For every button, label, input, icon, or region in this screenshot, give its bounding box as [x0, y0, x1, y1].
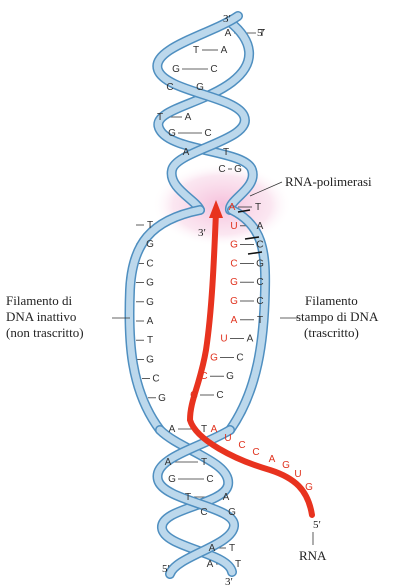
bottom-base-right: C	[206, 474, 213, 485]
top-base-left: C	[166, 82, 173, 93]
top-right-end-label: 5′	[257, 27, 265, 39]
template-base: G	[256, 258, 264, 269]
top-base-right: G	[234, 164, 242, 175]
rna-tail-base: C	[238, 440, 245, 451]
rna-base: C	[200, 371, 207, 382]
inactive-strand-base: C	[146, 258, 153, 269]
top-base-left: T	[193, 45, 199, 56]
rna-tail-base: G	[282, 460, 290, 471]
template-base: C	[216, 390, 223, 401]
template-base: C	[256, 296, 263, 307]
template-base: G	[226, 371, 234, 382]
rna-base: A	[231, 315, 238, 326]
inactive-strand-base: C	[152, 374, 159, 385]
inactive-strand-base: T	[147, 335, 153, 346]
top-base-left: C	[218, 164, 225, 175]
bottom-base-left: A	[207, 559, 214, 570]
top-base-left: A	[225, 28, 232, 39]
rna-tail-base: G	[305, 482, 313, 493]
template-base: C	[256, 240, 263, 251]
bottom-base-right: T	[235, 559, 241, 570]
inactive-strand-base: T	[147, 220, 153, 231]
inactive-strand-base: G	[146, 354, 154, 365]
inactive-strand-base: G	[146, 297, 154, 308]
rna-5-end-label: 5′	[313, 519, 321, 531]
rna-tail-base: C	[252, 447, 259, 458]
rna-base: G	[230, 296, 238, 307]
rna-base: G	[210, 352, 218, 363]
bottom-base-right: T	[201, 457, 207, 468]
inactive-strand-base: G	[146, 239, 154, 250]
bottom-base-left: A	[209, 543, 216, 554]
bottom-base-right: G	[228, 507, 236, 518]
rna-base: G	[230, 240, 238, 251]
bottom-right-end-label: 3′	[225, 576, 233, 587]
bottom-base-left: A	[169, 424, 176, 435]
bottom-base-left: C	[200, 507, 207, 518]
rna-tail-base: U	[294, 469, 301, 480]
rna-tail-base: A	[211, 424, 218, 435]
top-base-left: T	[157, 112, 163, 123]
rna-base: C	[230, 258, 237, 269]
template-base: A	[257, 221, 264, 232]
top-base-right: C	[204, 128, 211, 139]
template-strand-label-line3: (trascritto)	[304, 325, 359, 340]
top-base-right: A	[185, 112, 192, 123]
top-base-right: T	[223, 147, 229, 158]
rna-label: RNA	[299, 548, 327, 563]
rna-base: U	[230, 221, 237, 232]
bottom-base-left: A	[165, 457, 172, 468]
top-base-left: G	[168, 128, 176, 139]
bottom-base-left: G	[168, 474, 176, 485]
template-base: C	[256, 277, 263, 288]
bottom-base-right: T	[229, 543, 235, 554]
rna-tail-base: U	[224, 433, 231, 444]
top-base-left: A	[183, 147, 190, 158]
bubble-3-end-label: 3′	[198, 227, 206, 239]
bottom-base-left: T	[185, 492, 191, 503]
template-base: T	[257, 315, 263, 326]
inactive-strand-base: G	[146, 278, 154, 289]
top-left-end-label: 3′	[223, 13, 231, 25]
template-strand-label-line1: Filamento	[305, 293, 358, 308]
dna-strands	[129, 16, 265, 574]
bottom-left-end-label: 5′	[162, 563, 170, 575]
top-base-right: A	[221, 45, 228, 56]
inactive-strand-label-line2: DNA inattivo	[6, 309, 76, 324]
inactive-strand-base: G	[158, 393, 166, 404]
top-base-left: G	[172, 64, 180, 75]
inactive-strand-label-line1: Filamento di	[6, 293, 72, 308]
bottom-base-right: T	[201, 424, 207, 435]
rna-tail-base: A	[269, 454, 276, 465]
template-base: T	[255, 202, 261, 213]
top-base-right: G	[196, 82, 204, 93]
inactive-strand-label-line3: (non trascritto)	[6, 325, 84, 340]
top-base-right: C	[210, 64, 217, 75]
template-base: A	[247, 334, 254, 345]
rna-base: A	[229, 202, 236, 213]
rna-base: G	[230, 277, 238, 288]
rna-base: G	[190, 390, 198, 401]
template-strand-label-line2: stampo di DNA	[296, 309, 379, 324]
rna-base: U	[220, 334, 227, 345]
bottom-base-right: A	[223, 492, 230, 503]
inactive-strand-base: A	[147, 316, 154, 327]
template-base: C	[236, 352, 243, 363]
rna-polymerase-label: RNA-polimerasi	[285, 174, 372, 189]
